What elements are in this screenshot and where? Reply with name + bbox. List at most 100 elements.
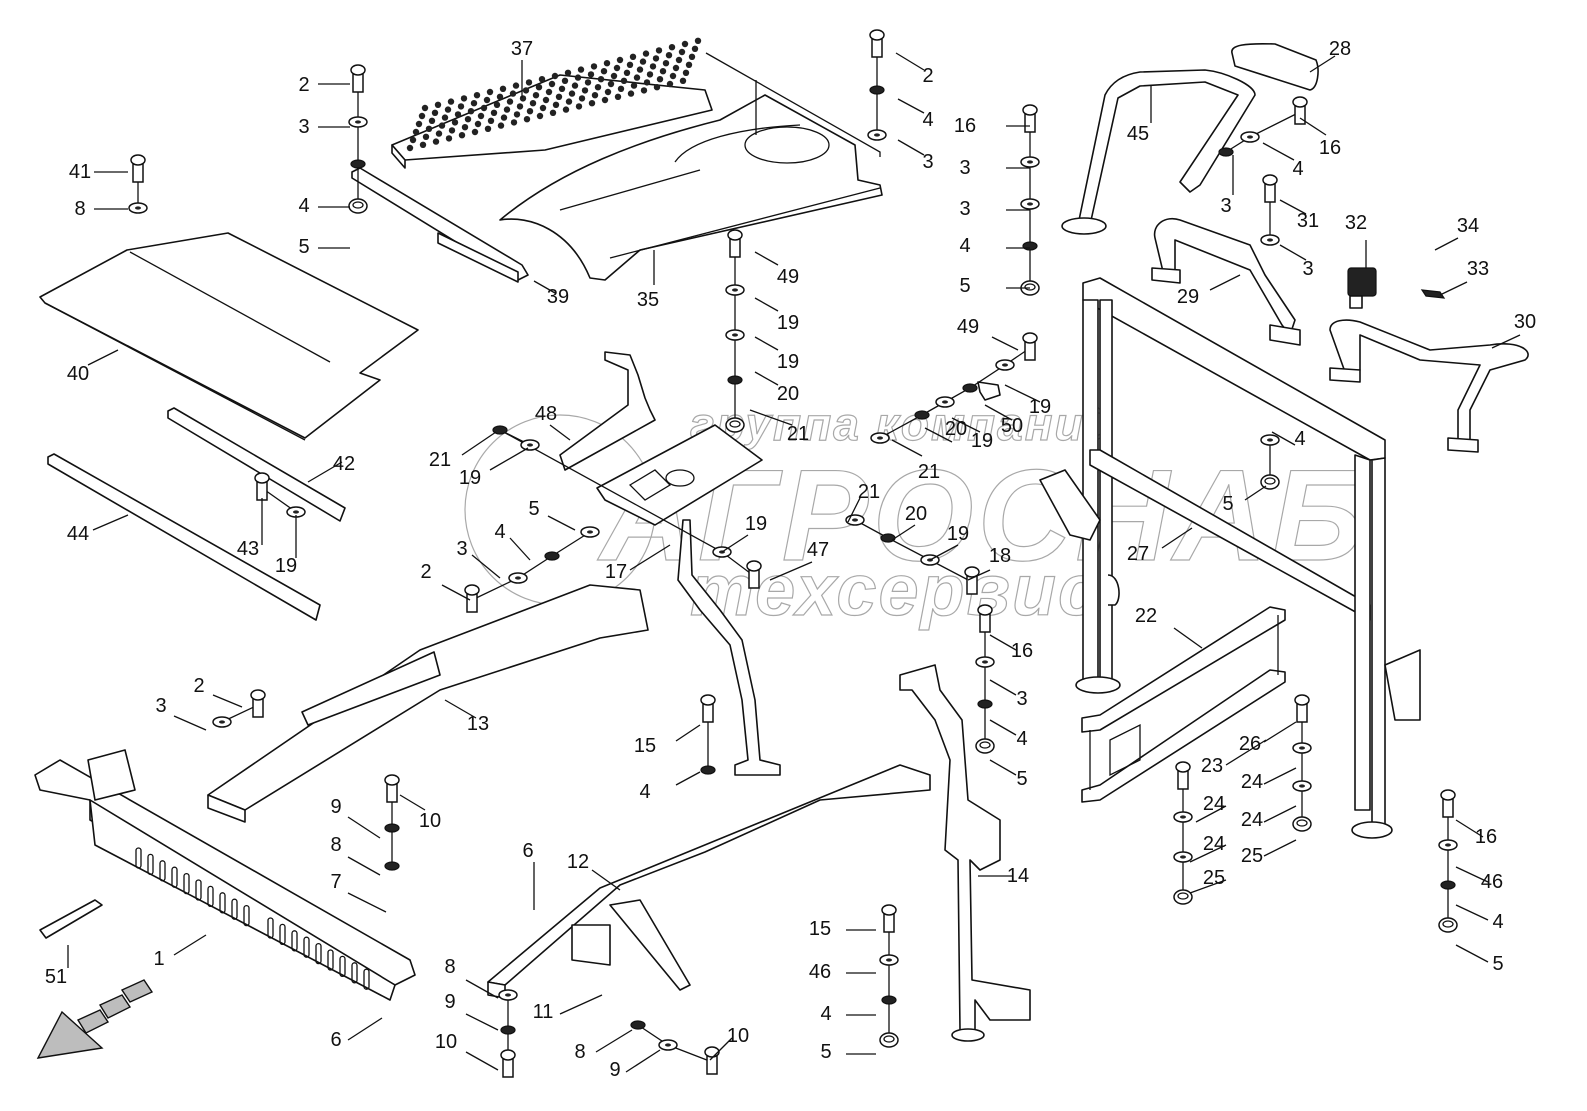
leader-line <box>1244 485 1267 501</box>
bolt-head-icon <box>1175 761 1191 773</box>
perforation <box>529 100 537 107</box>
callout-50: 50 <box>1001 415 1023 437</box>
perforation <box>561 77 569 85</box>
perforation <box>653 84 661 91</box>
bolt-head-icon <box>700 694 716 706</box>
leader-line <box>1279 199 1307 215</box>
callout-5: 5 <box>528 498 539 520</box>
perforation <box>666 80 674 88</box>
vent-slot <box>207 885 214 908</box>
leader-line <box>1491 334 1521 349</box>
vent-slot <box>183 872 190 895</box>
perforation <box>629 53 637 60</box>
callout-13: 13 <box>467 713 489 735</box>
leader-line <box>709 1037 733 1061</box>
leader-line <box>891 439 923 457</box>
part-51-strip <box>39 899 103 939</box>
bolt-head-icon <box>869 29 885 41</box>
perforation <box>597 76 605 83</box>
perforation <box>480 104 488 112</box>
leader-line <box>1263 721 1297 743</box>
nut-icon <box>879 1032 899 1048</box>
perforation <box>581 87 589 94</box>
perforation <box>496 93 504 101</box>
leader-line <box>1209 274 1241 291</box>
leader-line <box>1299 117 1327 136</box>
callout-27: 27 <box>1127 543 1149 565</box>
perforation <box>685 61 693 68</box>
perforation <box>523 116 531 123</box>
perforation <box>434 101 442 109</box>
perforation <box>639 58 647 65</box>
lock-washer-icon <box>630 1020 646 1030</box>
part-32-switch <box>1347 267 1377 309</box>
callout-4: 4 <box>1294 428 1305 450</box>
perforation <box>590 63 598 70</box>
callout-33: 33 <box>1467 258 1489 280</box>
perforation <box>503 106 511 113</box>
leader-line <box>1455 866 1489 883</box>
perforation <box>610 72 618 80</box>
bolt-head-icon <box>1440 789 1456 801</box>
perforation <box>656 76 664 83</box>
vent-slot <box>231 898 238 920</box>
nut-icon <box>725 417 745 433</box>
part-45-roll-bar <box>1061 69 1256 235</box>
bolt-head-icon <box>881 904 897 916</box>
perforation <box>626 61 634 68</box>
perforation <box>477 112 485 120</box>
perforation <box>522 87 530 94</box>
bolt-head-icon <box>964 566 980 578</box>
callout-19: 19 <box>1029 396 1051 418</box>
perforation <box>473 92 481 99</box>
callout-17: 17 <box>605 561 627 583</box>
vent-slot <box>219 892 226 914</box>
leader-line <box>989 634 1017 651</box>
perforation <box>564 69 572 77</box>
callout-7: 7 <box>330 871 341 893</box>
axis-line <box>854 519 973 583</box>
perforation <box>675 56 683 64</box>
callout-15: 15 <box>809 918 831 940</box>
perforation <box>681 40 689 48</box>
callout-46: 46 <box>1481 871 1503 893</box>
leader-line <box>444 699 477 719</box>
leader-line <box>461 431 497 456</box>
leader-line <box>489 447 529 471</box>
lock-washer-icon <box>500 1025 516 1035</box>
callout-25: 25 <box>1241 845 1263 867</box>
bolt-head-icon <box>464 584 480 596</box>
callout-3: 3 <box>456 538 467 560</box>
callout-15: 15 <box>634 735 656 757</box>
leader-line <box>347 892 387 913</box>
leader-line <box>951 417 981 433</box>
vent-slot <box>351 962 358 984</box>
perforation <box>578 95 586 102</box>
leader-line <box>347 856 381 876</box>
callout-35: 35 <box>637 289 659 311</box>
fastener-hardware <box>128 29 1458 1078</box>
callout-24: 24 <box>1203 793 1225 815</box>
leader-line <box>1263 839 1297 857</box>
leader-line <box>924 427 953 443</box>
leader-line <box>897 139 925 156</box>
lock-washer-icon <box>1218 147 1234 157</box>
perforation <box>584 79 592 86</box>
leader-line <box>1271 431 1296 446</box>
bolt-head-icon <box>1022 332 1038 344</box>
nut-icon <box>348 198 368 214</box>
perforation <box>588 100 596 107</box>
perforation <box>636 66 644 73</box>
lock-washer-icon <box>1022 241 1038 251</box>
callout-26: 26 <box>1239 733 1261 755</box>
perforation <box>668 44 676 51</box>
lock-washer-icon <box>881 995 897 1005</box>
callout-47: 47 <box>807 539 829 561</box>
callout-20: 20 <box>777 383 799 405</box>
callout-14: 14 <box>1007 865 1029 887</box>
part-48-bracket <box>559 351 656 471</box>
callout-3: 3 <box>959 198 970 220</box>
part-50-bracket <box>977 381 1001 401</box>
watermark-line1: группа компаний <box>690 398 1115 450</box>
leader-line <box>1262 142 1295 161</box>
